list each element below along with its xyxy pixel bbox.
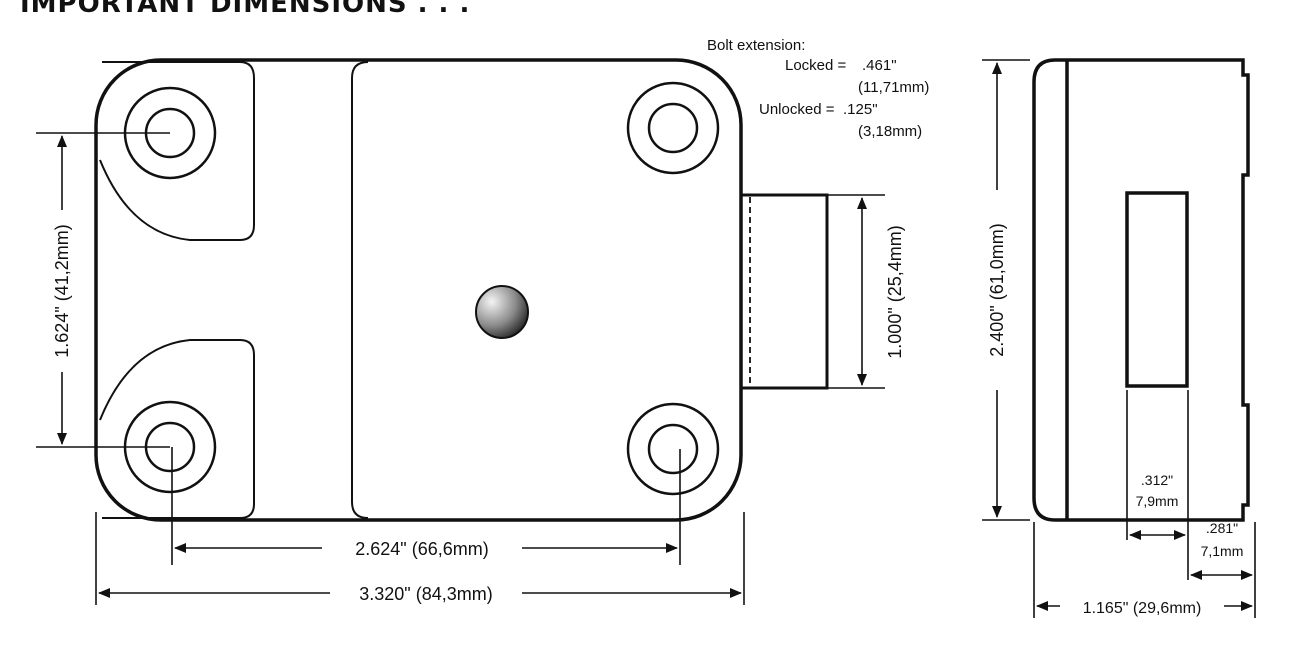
locked-label: Locked = bbox=[785, 57, 847, 74]
label-slot-width-in: .312" bbox=[1141, 472, 1173, 488]
label-bolt-height: 1.000" (25,4mm) bbox=[885, 225, 905, 358]
side-extension-lines bbox=[982, 59, 1256, 618]
side-dimension-arrows bbox=[992, 62, 1253, 611]
mounting-holes bbox=[123, 81, 720, 496]
locked-in: .461" bbox=[862, 57, 897, 74]
unlocked-mm: (3,18mm) bbox=[858, 123, 922, 140]
page-title: IMPORTANT DIMENSIONS . . . bbox=[20, 0, 470, 19]
label-slot-width-mm: 7,9mm bbox=[1136, 493, 1179, 509]
side-view bbox=[1032, 58, 1250, 522]
side-body-outline bbox=[1032, 58, 1250, 522]
center-panel bbox=[351, 61, 369, 519]
label-hole-spacing-horizontal: 2.624" (66,6mm) bbox=[355, 539, 488, 559]
side-slot bbox=[1125, 191, 1189, 388]
label-slot-offset-in: .281" bbox=[1206, 520, 1238, 536]
top-left-lobe bbox=[99, 61, 255, 241]
hole-bottom-right-inner bbox=[647, 423, 699, 475]
bolt-extension-heading: Bolt extension: bbox=[707, 37, 805, 54]
bolt-extension-note: Bolt extension: Locked = .461" (11,71mm)… bbox=[707, 37, 929, 140]
label-slot-offset-mm: 7,1mm bbox=[1201, 543, 1244, 559]
hole-top-right-outer bbox=[626, 81, 720, 175]
locked-mm: (11,71mm) bbox=[858, 79, 929, 96]
front-view-inner bbox=[99, 61, 369, 519]
front-extension-lines bbox=[36, 132, 885, 605]
hole-top-right-inner bbox=[647, 102, 699, 154]
label-overall-height: 2.400" (61,0mm) bbox=[987, 223, 1007, 356]
unlocked-label: Unlocked = bbox=[759, 101, 835, 118]
hole-bottom-right-outer bbox=[626, 402, 720, 496]
label-hole-spacing-vertical: 1.624" (41,2mm) bbox=[52, 224, 72, 357]
bolt bbox=[739, 193, 829, 390]
bolt-outline bbox=[739, 193, 829, 390]
label-overall-width: 3.320" (84,3mm) bbox=[359, 584, 492, 604]
center-knob bbox=[475, 285, 529, 339]
bottom-left-lobe bbox=[99, 339, 255, 519]
label-overall-depth: 1.165" (29,6mm) bbox=[1083, 600, 1202, 617]
front-dimension-arrows bbox=[57, 135, 867, 598]
unlocked-in: .125" bbox=[843, 101, 878, 118]
